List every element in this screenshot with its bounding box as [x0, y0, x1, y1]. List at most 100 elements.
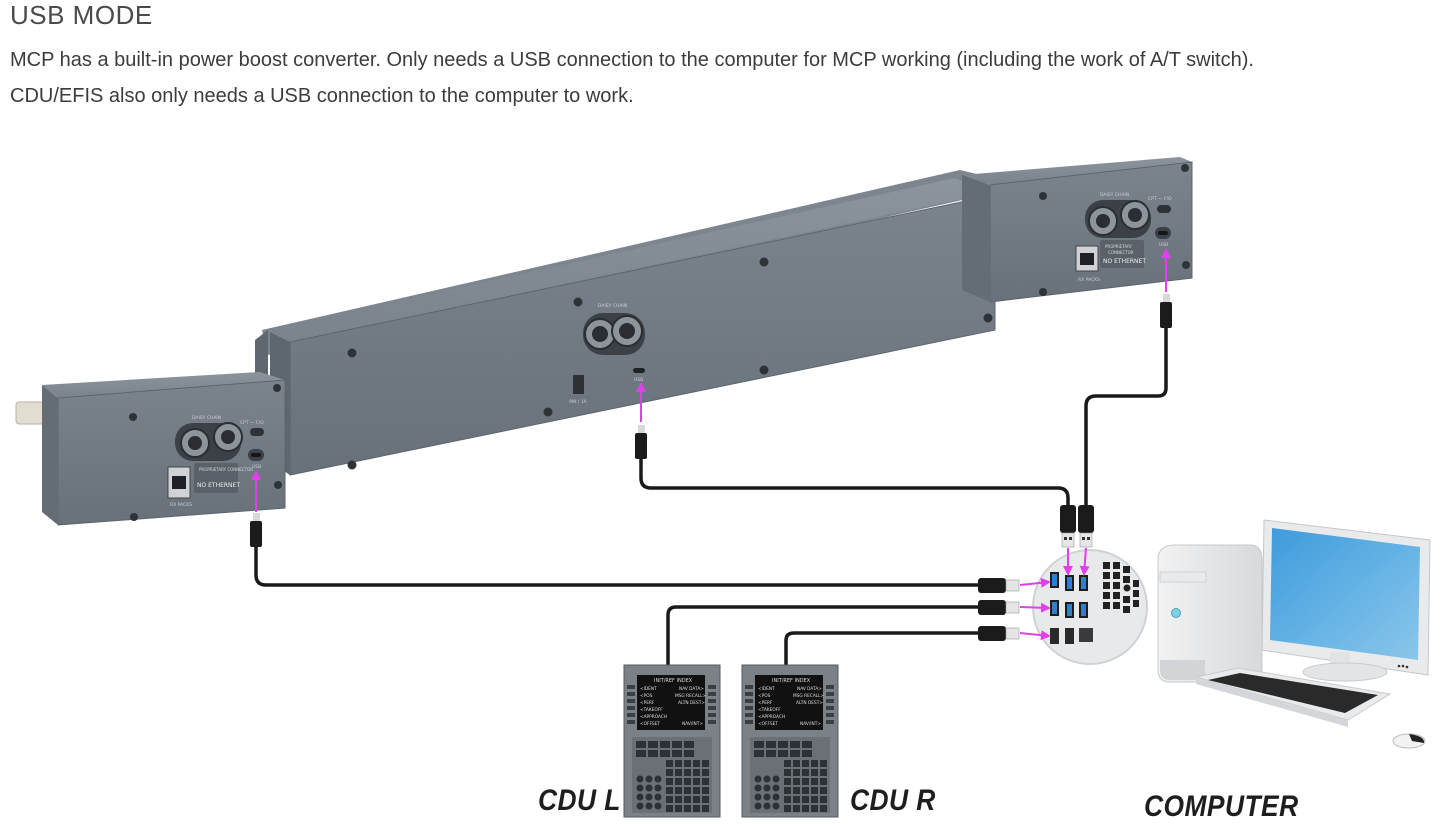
arrow-icon: [1019, 630, 1051, 641]
function-key: [766, 750, 776, 757]
alpha-key: [784, 778, 791, 785]
cdu-left-unit: INIT/REF INDEX <IDENT <POS <PERF <TAKEOF…: [623, 664, 721, 818]
svg-text:DAISY CHAIN: DAISY CHAIN: [1100, 192, 1129, 198]
alpha-key: [693, 778, 700, 785]
cables: [254, 324, 1168, 667]
numeric-key: [645, 784, 653, 792]
svg-text:INIT/REF INDEX: INIT/REF INDEX: [654, 678, 693, 684]
computer-keyboard: [1195, 667, 1392, 727]
numeric-key: [754, 784, 762, 792]
numeric-key: [772, 802, 780, 810]
numeric-key: [754, 802, 762, 810]
connection-arrows: [251, 248, 1171, 641]
alpha-key: [802, 796, 809, 803]
alpha-key: [820, 778, 827, 785]
line-select-key: [826, 699, 834, 703]
numeric-key: [645, 793, 653, 801]
numeric-key: [654, 784, 662, 792]
alpha-key: [675, 796, 682, 803]
function-key: [802, 741, 812, 748]
alpha-key: [702, 787, 709, 794]
numeric-key: [763, 775, 771, 783]
numeric-key: [636, 784, 644, 792]
usb-ports: [1050, 572, 1093, 644]
svg-text:<APPROACH: <APPROACH: [758, 714, 785, 720]
usb-a-plug-icon: [1060, 505, 1076, 548]
alpha-key: [684, 769, 691, 776]
usb-c-plug-icon: [250, 513, 262, 547]
usb-a-plug-icon: [978, 578, 1020, 593]
alpha-key: [702, 769, 709, 776]
line-select-key: [627, 699, 635, 703]
alpha-key: [684, 760, 691, 767]
svg-text:MSG RECALL>: MSG RECALL>: [793, 693, 825, 699]
function-key: [778, 750, 788, 757]
svg-text:<APPROACH: <APPROACH: [640, 714, 667, 720]
computer-monitor: [1261, 519, 1431, 682]
alpha-key: [820, 796, 827, 803]
alpha-key: [693, 787, 700, 794]
computer: [1157, 519, 1431, 749]
line-select-key: [745, 692, 753, 696]
alpha-key: [675, 778, 682, 785]
svg-text:<TAKEOFF: <TAKEOFF: [758, 707, 781, 713]
numeric-key: [763, 802, 771, 810]
svg-text:<OFFSET: <OFFSET: [758, 721, 778, 727]
numeric-key: [763, 793, 771, 801]
alpha-key: [793, 769, 800, 776]
svg-text:RX PACKS: RX PACKS: [170, 502, 192, 508]
cable-cdu-left: [666, 605, 982, 667]
caption-computer: COMPUTER: [1144, 790, 1299, 823]
svg-text:NO ETHERNET: NO ETHERNET: [1103, 258, 1146, 265]
function-key: [672, 741, 682, 748]
alpha-key: [702, 805, 709, 812]
alpha-key: [675, 760, 682, 767]
numeric-key: [772, 793, 780, 801]
svg-text:USB: USB: [1159, 242, 1168, 248]
usb-c-plugs: [250, 294, 1172, 547]
function-key: [778, 741, 788, 748]
alpha-key: [693, 769, 700, 776]
function-key: [754, 741, 764, 748]
numeric-key: [754, 775, 762, 783]
alpha-key: [784, 787, 791, 794]
numeric-key: [772, 784, 780, 792]
alpha-key: [693, 760, 700, 767]
cdu-right-keypad: [745, 685, 834, 813]
efis-left-unit: DAISY CHAIN CPT — F/O USB RX PACKS PROPR…: [15, 372, 286, 526]
arrow-icon: [1019, 577, 1051, 588]
svg-text:ALTN DEST>: ALTN DEST>: [678, 700, 705, 706]
alpha-key: [811, 760, 818, 767]
cdu-left-screen: [637, 675, 705, 730]
efis-left-daisy-chain-connectors: DAISY CHAIN: [175, 415, 243, 461]
description-cdu-efis: CDU/EFIS also only needs a USB connectio…: [10, 85, 634, 107]
line-select-key: [745, 685, 753, 689]
cdu-right-screen: [755, 675, 823, 730]
alpha-key: [784, 769, 791, 776]
numeric-key: [645, 775, 653, 783]
efis-left-switch: [250, 428, 264, 436]
function-key: [648, 750, 658, 757]
svg-text:<IDENT: <IDENT: [640, 686, 657, 692]
alpha-key: [793, 796, 800, 803]
alpha-key: [793, 787, 800, 794]
line-select-key: [627, 685, 635, 689]
function-key: [790, 750, 800, 757]
svg-text:NAV/INT>: NAV/INT>: [682, 721, 703, 727]
mcp-power-jack: [573, 375, 584, 394]
efis-right-switch: [1157, 205, 1171, 213]
function-key: [636, 741, 646, 748]
alpha-key: [811, 778, 818, 785]
line-select-key: [826, 685, 834, 689]
function-key: [648, 741, 658, 748]
svg-text:NAV DATA>: NAV DATA>: [679, 686, 704, 692]
svg-text:<PERF: <PERF: [640, 700, 655, 706]
alpha-key: [802, 805, 809, 812]
alpha-key: [675, 787, 682, 794]
alpha-key: [684, 787, 691, 794]
cdu-right-unit: INIT/REF INDEX <IDENT <POS <PERF <TAKEOF…: [741, 664, 839, 818]
line-select-key: [627, 720, 635, 724]
alpha-key: [793, 778, 800, 785]
mcp-top-face: [270, 178, 995, 342]
